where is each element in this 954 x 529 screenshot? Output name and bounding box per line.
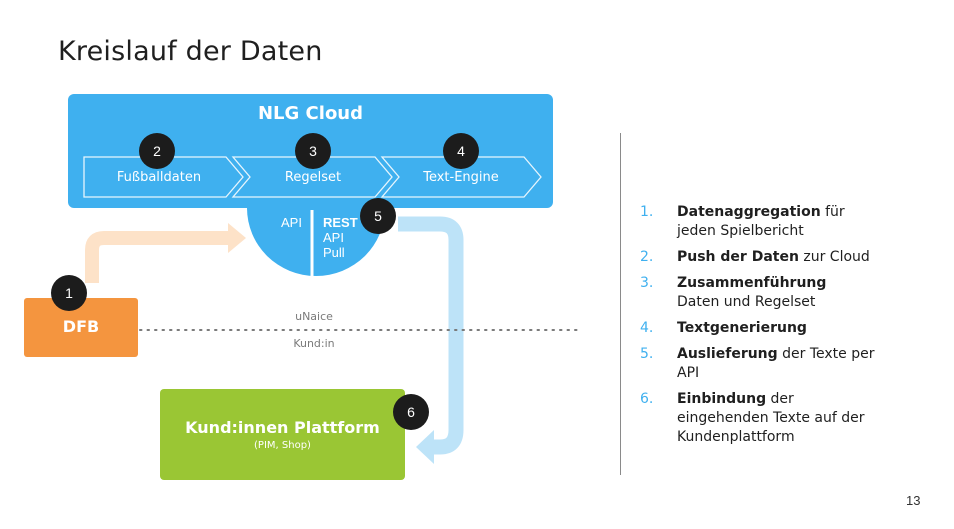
list-item: 6. Einbindung der eingehenden Texte auf … xyxy=(640,390,880,447)
list-rest: Daten und Regelset xyxy=(677,294,816,310)
dfb-label: DFB xyxy=(62,317,100,336)
chevron-text-engine xyxy=(380,156,542,198)
customer-platform-box xyxy=(160,389,405,480)
badge-4: 4 xyxy=(443,133,479,169)
boundary-label-unaice: uNaice xyxy=(295,310,333,323)
list-bold: Auslieferung xyxy=(677,346,778,362)
slide-title: Kreislauf der Daten xyxy=(58,36,323,67)
list-text: Textgenerierung xyxy=(677,319,807,338)
badge-1: 1 xyxy=(51,275,87,311)
badge-6: 6 xyxy=(393,394,429,430)
badge-5: 5 xyxy=(360,198,396,234)
list-bold: Einbindung xyxy=(677,391,767,407)
list-number: 2. xyxy=(640,249,654,265)
list-item: 1. Datenaggregation für jeden Spielberic… xyxy=(640,203,880,241)
step-label-fussballdaten: Fußballdaten xyxy=(116,170,202,185)
list-number: 4. xyxy=(640,320,654,336)
list-rest: für jeden Spielbericht xyxy=(677,204,845,239)
step-label-text-engine: Text-Engine xyxy=(423,170,499,185)
api-label: API xyxy=(281,215,302,230)
list-bold: Textgenerierung xyxy=(677,320,807,336)
list-number: 5. xyxy=(640,346,654,362)
list-number: 3. xyxy=(640,275,654,291)
list-item: 4. Textgenerierung xyxy=(640,319,880,338)
list-text: Datenaggregation für jeden Spielbericht xyxy=(677,203,880,241)
push-arrow xyxy=(85,231,230,283)
dfb-box xyxy=(24,298,138,357)
list-number: 1. xyxy=(640,204,654,220)
api-label-2: API xyxy=(323,230,344,245)
pull-label: Pull xyxy=(323,245,345,260)
chevron-regelset xyxy=(231,156,393,198)
badge-3: 3 xyxy=(295,133,331,169)
customer-platform-subtitle: (PIM, Shop) xyxy=(254,440,311,451)
badge-2: 2 xyxy=(139,133,175,169)
push-arrow-head xyxy=(228,223,246,253)
delivery-arrow-head xyxy=(416,430,434,464)
list-rest: zur Cloud xyxy=(798,249,870,265)
list-text: Einbindung der eingehenden Texte auf der… xyxy=(677,390,880,447)
process-steps-list: 1. Datenaggregation für jeden Spielberic… xyxy=(640,203,880,454)
list-rest: der eingehenden Texte auf der Kundenplat… xyxy=(677,391,865,445)
rest-label: REST xyxy=(323,215,358,230)
api-half-circle xyxy=(247,208,385,276)
list-text: Push der Daten zur Cloud xyxy=(677,248,870,267)
rest-api-pull-label: REST API Pull xyxy=(323,215,358,260)
customer-platform-title: Kund:innen Plattform xyxy=(185,418,380,437)
list-item: 2. Push der Daten zur Cloud xyxy=(640,248,880,267)
vertical-divider xyxy=(620,133,621,475)
list-number: 6. xyxy=(640,391,654,407)
list-bold: Zusammenführung xyxy=(677,275,827,291)
page-number: 13 xyxy=(906,493,921,508)
list-text: Zusammenführung Daten und Regelset xyxy=(677,274,826,312)
list-rest: der Texte per API xyxy=(677,346,875,381)
step-label-regelset: Regelset xyxy=(284,170,342,185)
list-item: 3. Zusammenführung Daten und Regelset xyxy=(640,274,880,312)
list-item: 5. Auslieferung der Texte per API xyxy=(640,345,880,383)
list-text: Auslieferung der Texte per API xyxy=(677,345,880,383)
list-bold: Datenaggregation xyxy=(677,204,821,220)
delivery-arrow xyxy=(398,216,464,455)
cloud-title: NLG Cloud xyxy=(257,103,364,124)
list-bold: Push der Daten xyxy=(677,249,799,265)
chevron-fussballdaten xyxy=(83,156,244,198)
boundary-label-kundin: Kund:in xyxy=(293,337,335,350)
